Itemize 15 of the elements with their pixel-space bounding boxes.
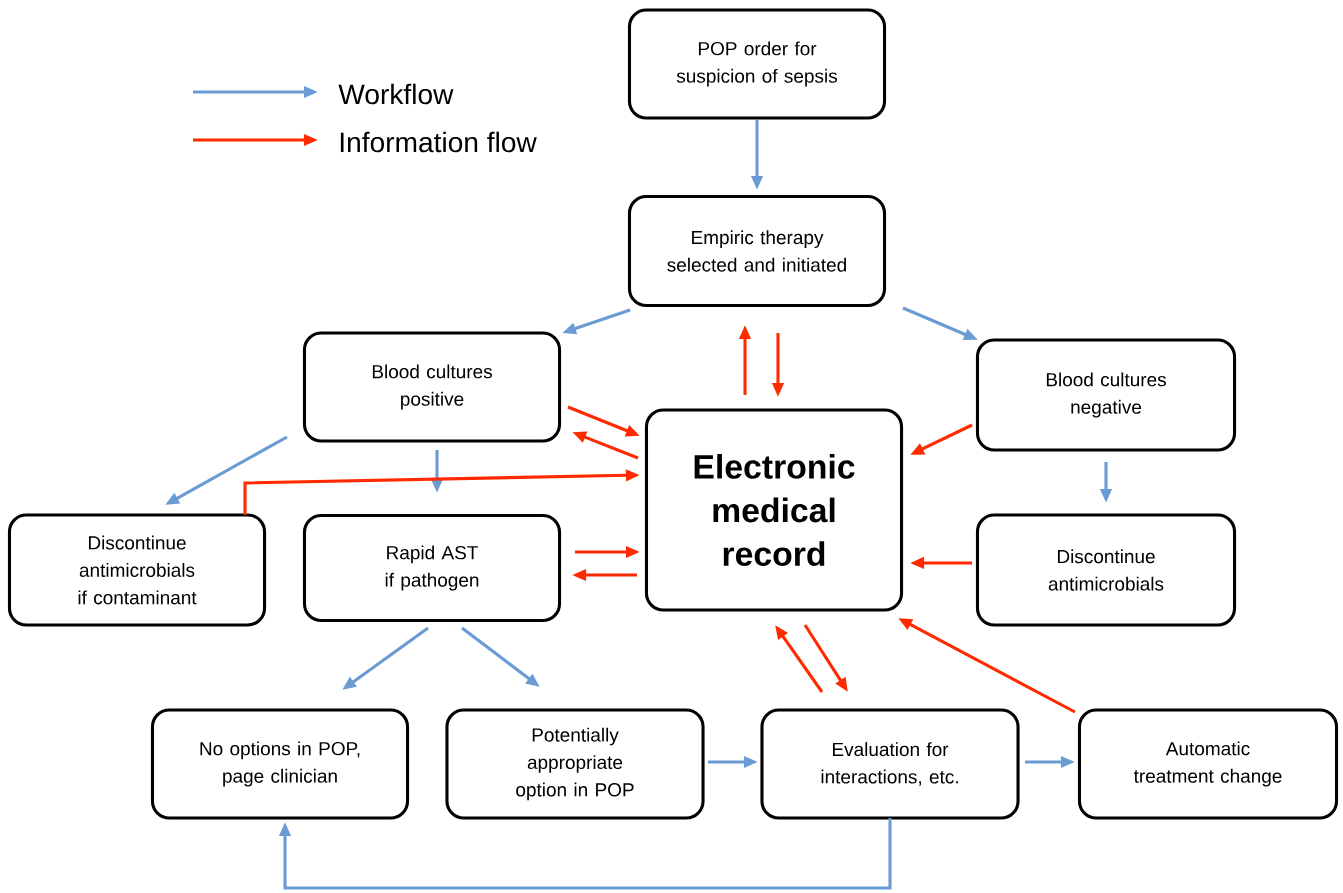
process-box: POP order for suspicion of sepsis — [627, 8, 887, 120]
process-box: No options in POP, page clinician — [150, 708, 410, 820]
process-box: Discontinue antimicrobials — [975, 513, 1237, 627]
process-box: Blood cultures positive — [302, 331, 562, 443]
legend-text: Information flow — [340, 131, 537, 153]
legend-text: Workflow — [338, 83, 454, 105]
process-box: Evaluation for interactions, etc. — [760, 708, 1020, 820]
arrow — [278, 818, 892, 890]
process-box: Empiric therapy selected and initiated — [627, 194, 887, 308]
process-box: Potentially appropriate option in POP — [445, 708, 705, 820]
process-box: Discontinue antimicrobials if contaminant — [7, 513, 267, 627]
process-box: Electronic medical record — [644, 408, 904, 612]
process-box: Blood cultures negative — [975, 338, 1237, 452]
process-box: Automatic treatment change — [1077, 708, 1339, 820]
process-box: Rapid AST if pathogen — [302, 513, 562, 623]
